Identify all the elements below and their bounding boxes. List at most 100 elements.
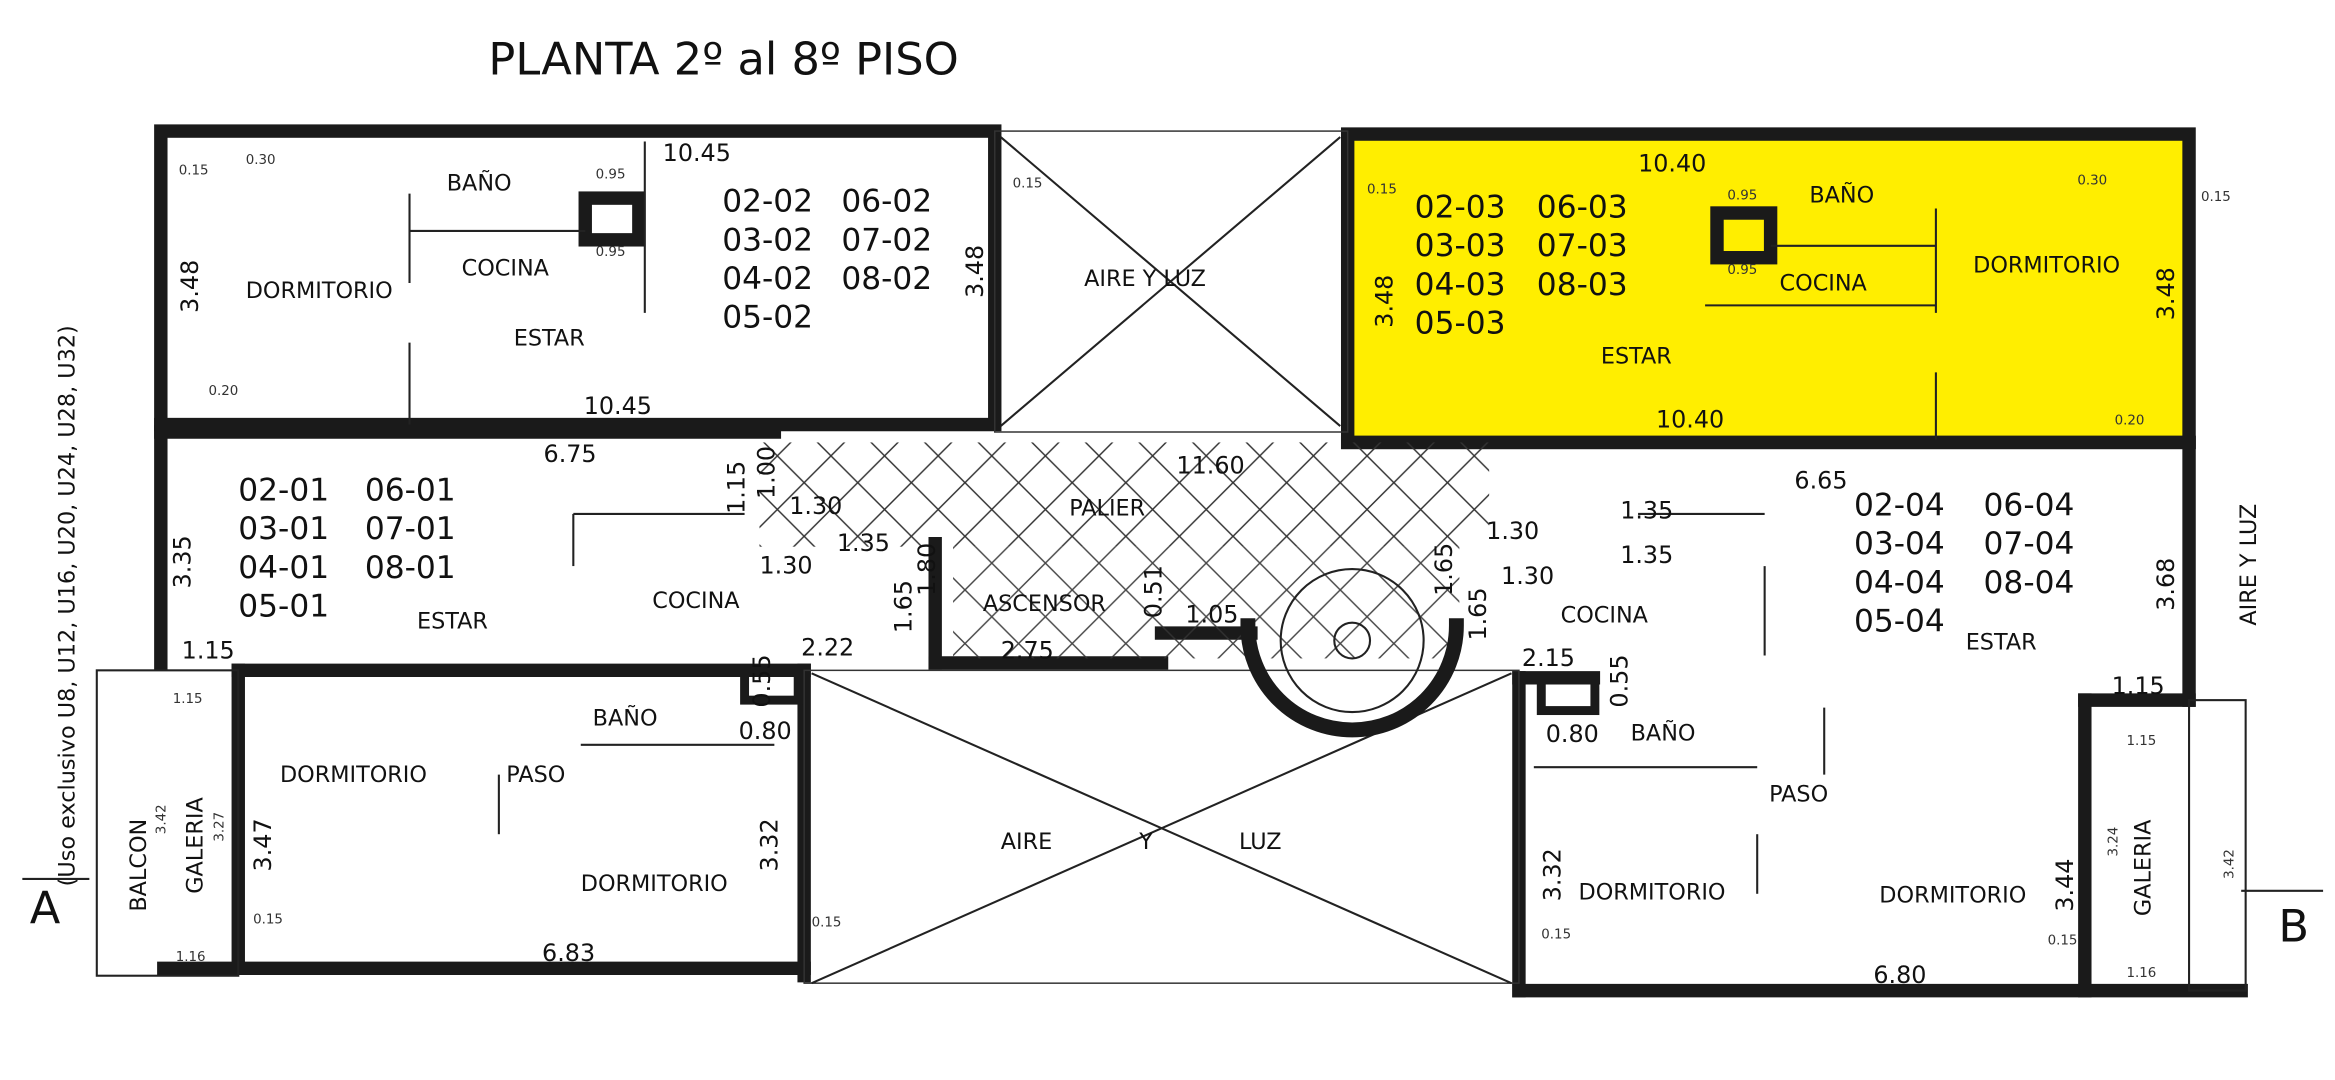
plan-label: 1.30 [789,492,842,520]
plan-label: 0.51 [1140,565,1168,618]
plan-label: ESTAR [514,326,585,352]
partitions [408,141,1937,894]
plan-label: 0.30 [246,153,276,168]
plan-label: 1.15 [182,636,235,664]
plan-label: 08-03 [1537,267,1628,303]
plan-label: 0.15 [179,163,209,178]
plan-label: 04-02 [722,261,813,297]
plan-label: BAÑO [447,169,512,197]
unit-numbers: 02-02 03-02 04-02 05-02 06-02 07-02 08-0… [238,184,2074,640]
plan-label: 2.75 [1001,636,1054,664]
plan-label: GALERIA [183,797,209,894]
plan-label: 08-01 [365,550,456,586]
plan-label: 0.15 [2048,933,2078,948]
plan-label: 10.45 [584,392,652,420]
plan-label: 1.15 [2112,672,2165,700]
plan-label: 0.95 [1727,263,1757,278]
plan-label: 1.35 [837,529,890,557]
plan-label: 1.65 [1464,587,1492,640]
plan-label: DORMITORIO [246,278,393,304]
plan-label: 03-01 [238,511,329,547]
plan-label: 06-03 [1537,189,1628,225]
plan-label: 06-04 [1984,487,2075,523]
plan-label: ESTAR [1601,343,1672,369]
plan-label: 07-02 [841,222,932,258]
palier-hatch [759,442,1490,547]
light-wells [803,130,1520,985]
plan-label: DORMITORIO [1973,253,2120,279]
plan-label: 1.16 [176,950,206,965]
plan-label: ESTAR [417,609,488,635]
plan-label: 1.35 [1620,496,1673,524]
plan-label: ASCENSOR [983,591,1106,617]
plan-label: 6.80 [1873,961,1926,989]
plan-label: 03-04 [1854,526,1945,562]
plan-label: AIRE Y LUZ [2236,504,2262,626]
highlighted-unit-03 [1353,140,2185,438]
plan-label: 0.95 [1727,189,1757,204]
plan-label: 1.16 [2127,966,2157,981]
plan-label: 6.65 [1794,467,1847,495]
plan-label: 3.35 [169,535,197,588]
plan-label: COCINA [652,588,740,614]
plan-label: 3.24 [2107,827,2122,857]
plan-label: 11.60 [1176,452,1244,480]
plan-label: 0.15 [812,916,842,931]
plan-label: 0.55 [1606,655,1634,708]
plan-label: 2.22 [801,633,854,661]
plan-label: 05-03 [1415,306,1506,342]
room-labels: BAÑO COCINA DORMITORIO ESTAR AIRE Y LUZ … [126,169,2262,916]
plan-label: 04-03 [1415,267,1506,303]
balcon-left [95,669,240,977]
plan-label: 0.30 [2077,174,2107,189]
plan-label: 1.00 [752,446,780,499]
plan-title: PLANTA 2º al 8º PISO [488,33,958,85]
plan-label: 02-02 [722,184,813,220]
plan-label: 1.65 [1430,543,1458,596]
plan-label: 02-04 [1854,487,1945,523]
plan-label: 0.55 [748,655,776,708]
plan-label: 08-04 [1984,565,2075,601]
plan-label: PALIER [1069,495,1145,521]
plan-label: 1.15 [2127,734,2157,749]
plan-label: 0.80 [1546,720,1599,748]
plan-label: 1.35 [1620,541,1673,569]
plan-label: 3.68 [2152,558,2180,611]
plan-label: 10.45 [663,139,731,167]
plan-label: DORMITORIO [1579,880,1726,906]
plan-label: 03-02 [722,222,813,258]
plan-label: 3.32 [1539,848,1567,901]
plan-label: BAÑO [593,703,658,731]
dimension-labels: 10.45 10.45 10.40 10.40 3.48 3.48 3.48 3… [154,139,2237,989]
section-mark-b: B [2278,900,2309,952]
plan-label: 1.15 [723,461,751,514]
plan-label: 0.15 [1541,927,1571,942]
plan-label: 3.27 [212,812,227,842]
plan-label: PASO [1769,781,1828,807]
plan-label: GALERIA [2130,819,2156,916]
plan-label: 08-02 [841,261,932,297]
plan-label: 05-02 [722,300,813,336]
plan-label: AIRE Y LUZ [1084,266,1206,292]
plan-label: 1.65 [889,580,917,633]
plan-label: 06-02 [841,184,932,220]
plan-label: 1.30 [1501,562,1554,590]
plan-label: BAÑO [1809,181,1874,209]
plan-label: 3.48 [961,245,989,298]
plan-label: 1.80 [913,543,941,596]
plan-label: 0.15 [1367,183,1397,198]
plan-label: COCINA [1561,603,1649,629]
plan-label: 3.42 [2223,849,2238,879]
plan-label: 1.15 [173,692,203,707]
plan-label: 0.80 [739,717,792,745]
plan-label: BAÑO [1631,718,1696,746]
plan-label: LUZ [1239,829,1282,855]
plan-label: 02-03 [1415,189,1506,225]
plan-label: 05-01 [238,589,329,625]
plan-label: 1.05 [1185,601,1238,629]
plan-label: DORMITORIO [1879,883,2026,909]
plan-label: COCINA [1780,270,1868,296]
plan-label: 3.48 [1370,275,1398,328]
plan-label: 0.20 [2115,414,2145,429]
